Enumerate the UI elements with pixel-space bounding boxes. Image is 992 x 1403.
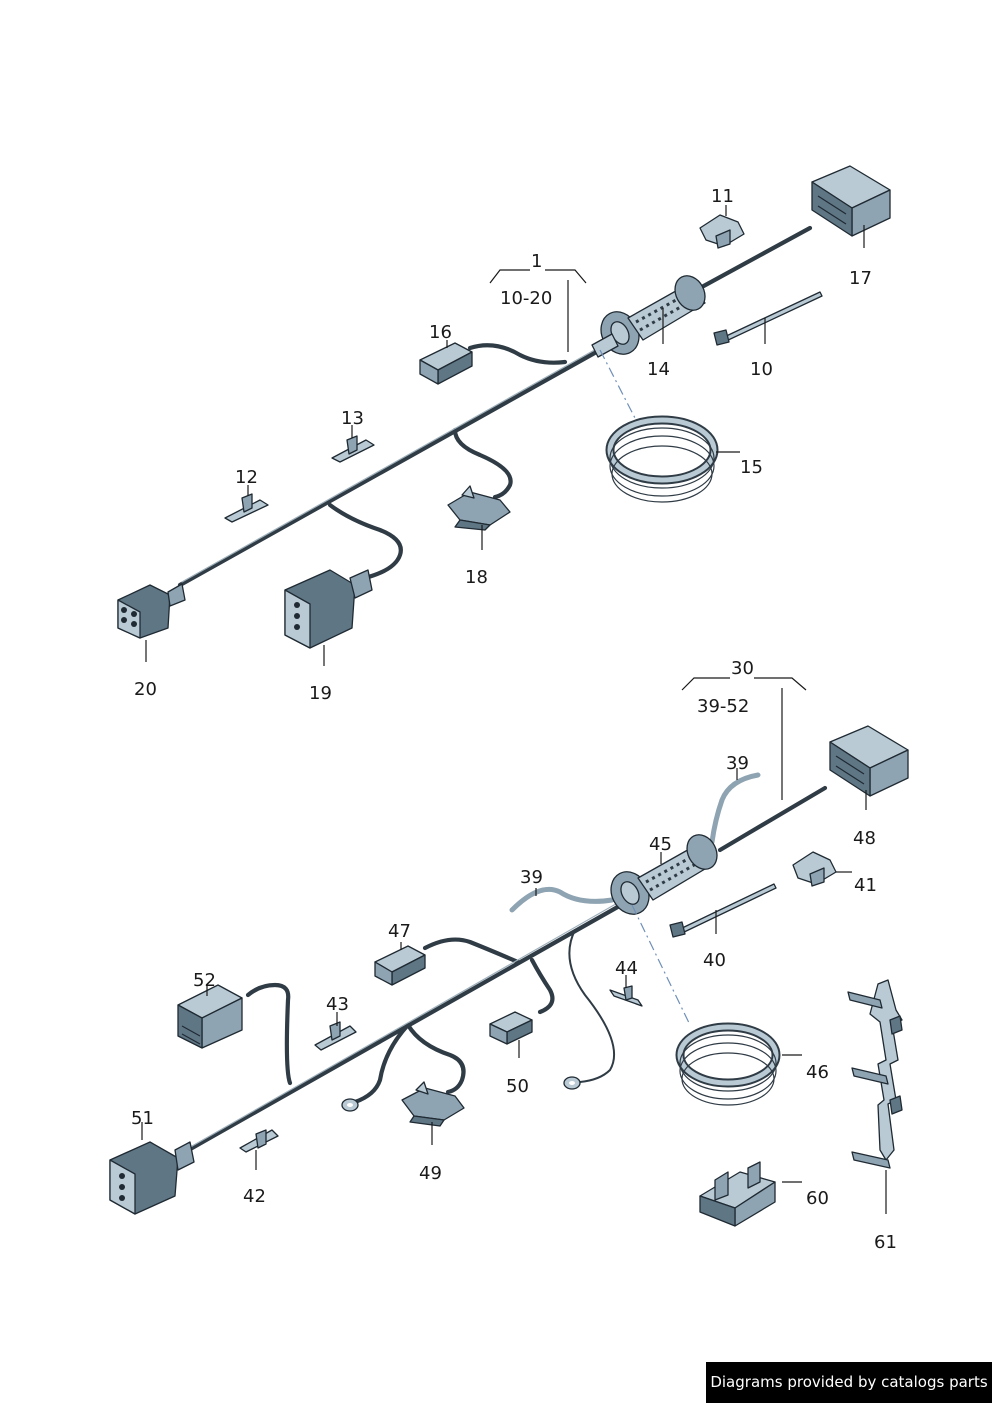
clip-42[interactable] [239, 1129, 279, 1153]
clip-44[interactable] [609, 985, 643, 1007]
connector-49[interactable] [401, 1081, 465, 1127]
cable-coil-46[interactable] [675, 1022, 781, 1106]
connector-20[interactable] [117, 583, 186, 639]
clip-41[interactable] [792, 851, 837, 887]
label-15: 15 [740, 457, 763, 478]
label-1: 1 [531, 251, 542, 272]
label-48: 48 [853, 828, 876, 849]
clip-13[interactable] [331, 435, 375, 463]
grommet-14[interactable] [591, 271, 711, 361]
holder-60[interactable] [699, 1161, 776, 1227]
connector-51[interactable] [109, 1141, 195, 1215]
label-46: 46 [806, 1062, 829, 1083]
connector-16[interactable] [419, 342, 473, 385]
label-16: 16 [429, 322, 452, 343]
label-41: 41 [854, 875, 877, 896]
label-40: 40 [703, 950, 726, 971]
label-18: 18 [465, 567, 488, 588]
label-61: 61 [874, 1232, 897, 1253]
label-10: 10 [750, 359, 773, 380]
label-39-52: 39-52 [697, 696, 749, 717]
label-20: 20 [134, 679, 157, 700]
label-49: 49 [419, 1163, 442, 1184]
clip-12[interactable] [224, 493, 269, 523]
label-60: 60 [806, 1188, 829, 1209]
connector-52[interactable] [177, 984, 243, 1049]
label-52: 52 [193, 970, 216, 991]
label-39-lower: 39 [520, 867, 543, 888]
label-19: 19 [309, 683, 332, 704]
label-50: 50 [506, 1076, 529, 1097]
label-42: 42 [243, 1186, 266, 1207]
cable-tie-40[interactable] [669, 883, 777, 938]
label-10-20: 10-20 [500, 288, 552, 309]
label-11: 11 [711, 186, 734, 207]
ring-terminal-right[interactable] [563, 1076, 581, 1090]
label-51: 51 [131, 1108, 154, 1129]
label-45: 45 [649, 834, 672, 855]
clip-43[interactable] [314, 1021, 357, 1051]
callout-labels: 1 10-20 10 11 12 13 14 15 16 17 18 19 20… [131, 186, 897, 1253]
label-17: 17 [849, 268, 872, 289]
component-50[interactable] [489, 1011, 533, 1045]
label-14: 14 [647, 359, 670, 380]
connector-17[interactable] [811, 165, 891, 237]
label-43: 43 [326, 994, 349, 1015]
label-47: 47 [388, 921, 411, 942]
label-12: 12 [235, 467, 258, 488]
credit-banner: Diagrams provided by catalogs parts [706, 1362, 992, 1403]
label-44: 44 [615, 958, 638, 979]
ring-terminal-left[interactable] [341, 1098, 359, 1112]
label-30: 30 [731, 658, 754, 679]
clip-11[interactable] [699, 214, 745, 249]
connector-47[interactable] [374, 945, 426, 986]
harness-assembly-30 [109, 677, 909, 1227]
connector-48[interactable] [829, 725, 909, 797]
harness-assembly-1 [117, 165, 891, 666]
label-13: 13 [341, 408, 364, 429]
connector-19[interactable] [284, 569, 373, 649]
bracket-61[interactable] [847, 979, 903, 1169]
cable-coil-15[interactable] [605, 415, 719, 503]
label-39-upper: 39 [726, 753, 749, 774]
cable-tie-10[interactable] [713, 291, 823, 346]
grommet-45[interactable] [604, 830, 723, 921]
connector-18[interactable] [447, 485, 511, 531]
